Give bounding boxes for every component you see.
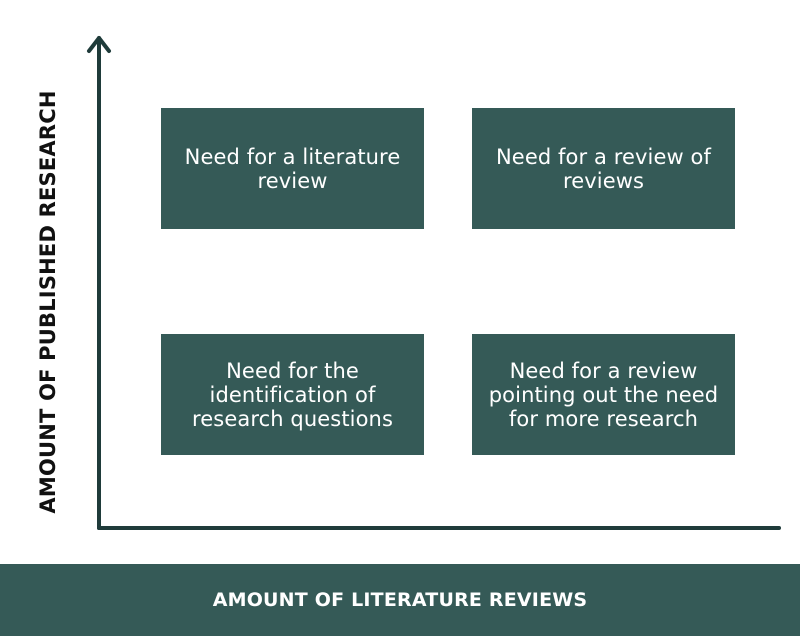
quadrant-bottom-right-text: Need for a review pointing out the need … (488, 358, 719, 431)
x-axis-label-bar: AMOUNT OF LITERATURE REVIEWS (0, 564, 800, 636)
quadrant-bottom-left: Need for the identification of research … (161, 334, 424, 455)
quadrant-top-right: Need for a review of reviews (472, 108, 735, 229)
quadrant-top-left: Need for a literature review (161, 108, 424, 229)
quadrant-bottom-right: Need for a review pointing out the need … (472, 334, 735, 455)
x-axis-label: AMOUNT OF LITERATURE REVIEWS (212, 589, 588, 611)
quadrant-top-left-text: Need for a literature review (184, 144, 401, 193)
quadrant-bottom-left-text: Need for the identification of research … (192, 358, 393, 431)
quadrant-top-right-text: Need for a review of reviews (495, 144, 711, 193)
y-axis-arrowhead (87, 36, 111, 53)
y-axis-label: AMOUNT OF PUBLISHED RESEARCH (36, 90, 60, 514)
